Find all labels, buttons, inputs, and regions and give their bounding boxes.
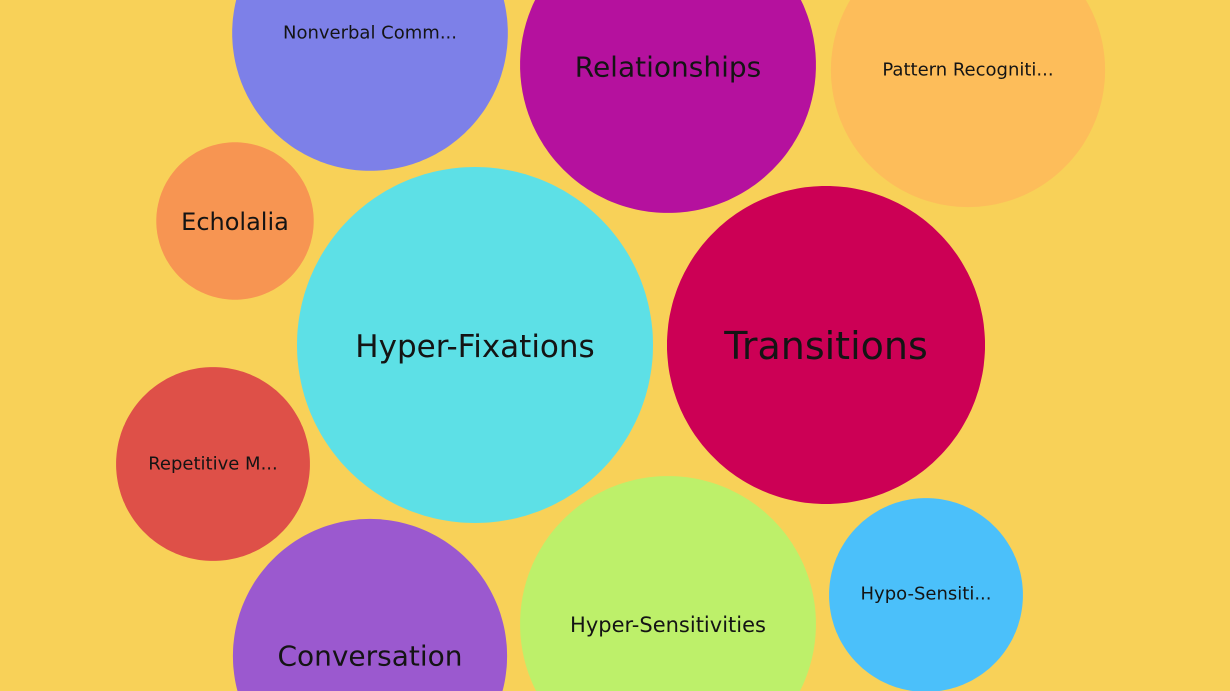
bubble-circle[interactable] (232, 0, 508, 171)
bubble-transitions[interactable]: Transitions (667, 186, 985, 504)
bubble-circle[interactable] (830, 0, 1106, 208)
bubble-label: Hyper-Sensitivities (570, 613, 766, 637)
bubble-circle[interactable] (520, 0, 816, 213)
bubble-hypo-sensiti[interactable]: Hypo-Sensiti... (829, 498, 1023, 691)
bubble-label: Hyper-Fixations (355, 329, 594, 365)
bubble-circle[interactable] (116, 367, 310, 561)
bubble-label: Pattern Recogniti... (882, 60, 1053, 81)
bubble-echolalia[interactable]: Echolalia (156, 142, 314, 300)
bubble-circle[interactable] (520, 476, 816, 691)
bubble-relationships[interactable]: Relationships (520, 0, 816, 213)
bubble-label: Hypo-Sensiti... (861, 584, 992, 605)
bubble-label: Conversation (277, 640, 462, 673)
bubble-label: Relationships (575, 51, 761, 84)
bubble-nonverbal-comm[interactable]: Nonverbal Comm... (232, 0, 508, 171)
bubble-circle[interactable] (829, 498, 1023, 691)
bubble-label: Transitions (723, 324, 928, 368)
bubble-label: Nonverbal Comm... (283, 23, 457, 44)
bubble-pattern-recogniti[interactable]: Pattern Recogniti... (830, 0, 1106, 208)
bubble-hyper-sensitivities[interactable]: Hyper-Sensitivities (520, 476, 816, 691)
bubble-circle[interactable] (232, 518, 508, 691)
bubble-circle[interactable] (156, 142, 314, 300)
bubble-conversation[interactable]: Conversation (232, 518, 508, 691)
bubble-circle[interactable] (297, 167, 653, 523)
bubble-hyper-fixations[interactable]: Hyper-Fixations (297, 167, 653, 523)
bubble-label: Echolalia (181, 208, 289, 236)
bubble-label: Repetitive M... (148, 454, 278, 475)
bubble-circle[interactable] (667, 186, 985, 504)
bubble-repetitive-m[interactable]: Repetitive M... (116, 367, 310, 561)
